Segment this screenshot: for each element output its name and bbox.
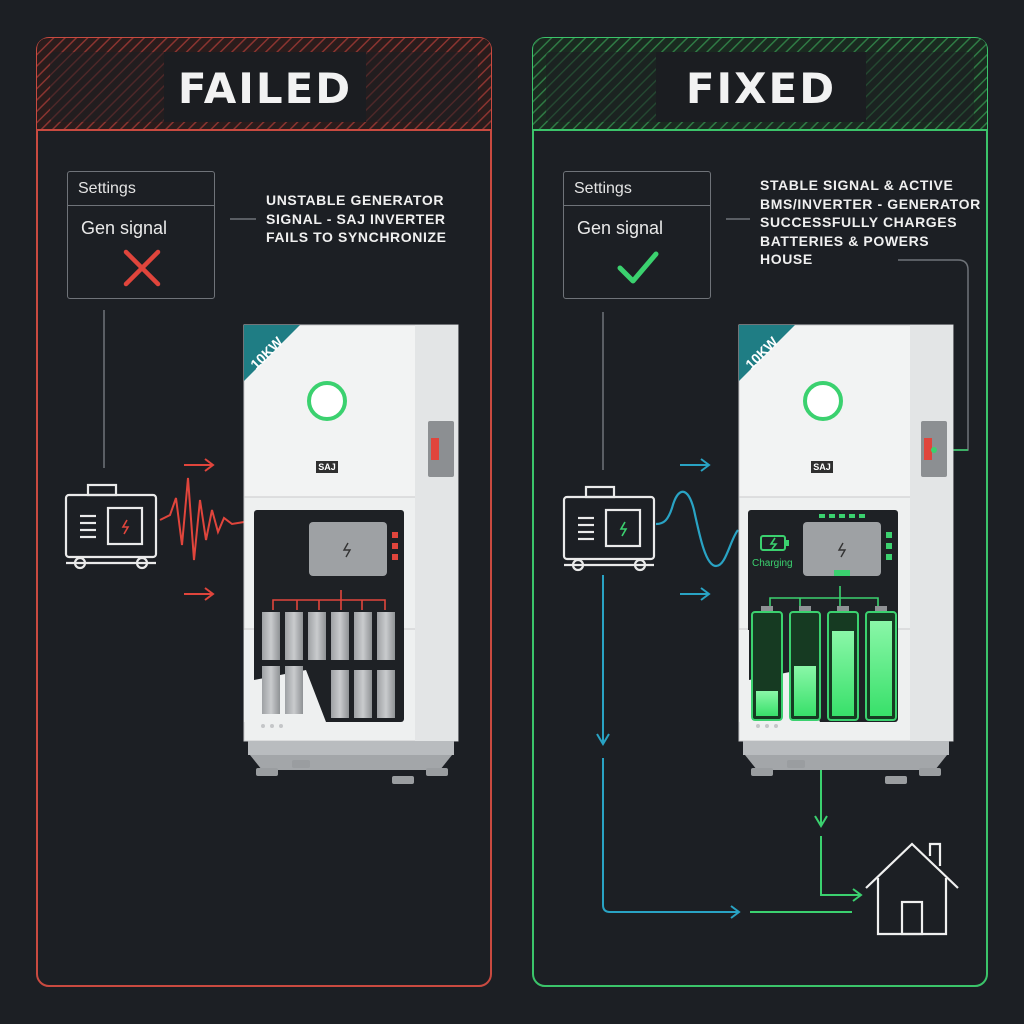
failed-unstable-wave xyxy=(159,477,245,561)
fixed-settings-card: Settings Gen signal xyxy=(563,171,711,299)
battery-pack-cap xyxy=(799,606,811,612)
house-icon xyxy=(865,842,959,936)
fixed-header-left-hatch xyxy=(546,52,656,122)
battery-pack-charge-level xyxy=(794,666,816,716)
fixed-settings-header: Settings xyxy=(564,172,710,206)
failed-settings-header: Settings xyxy=(68,172,214,206)
fixed-battery-packs xyxy=(751,606,897,721)
failed-inverter xyxy=(243,324,459,784)
failed-header-right-hatch xyxy=(366,52,478,122)
fixed-status-ring xyxy=(803,381,843,421)
x-icon xyxy=(123,249,161,287)
fixed-title: FIXED xyxy=(685,63,837,113)
failed-status-ring xyxy=(307,381,347,421)
failed-title: FAILED xyxy=(177,63,353,113)
battery-pack-charge-level xyxy=(756,691,778,716)
check-icon xyxy=(617,251,659,284)
fixed-flow-lines xyxy=(596,575,863,919)
battery-pack-cap xyxy=(875,606,887,612)
fixed-stable-wave xyxy=(655,490,739,568)
failed-generator xyxy=(64,483,158,570)
charging-label: Charging xyxy=(752,558,793,569)
battery-pack-cap xyxy=(761,606,773,612)
fixed-generator xyxy=(562,485,656,572)
battery-pack-cap xyxy=(837,606,849,612)
failed-generator-bolt-icon xyxy=(121,519,130,535)
failed-inverter-brand: SAJ xyxy=(316,461,338,473)
battery-pack-charge-level xyxy=(832,631,854,716)
failed-header-left-hatch xyxy=(50,52,164,122)
battery-pack-charge-level xyxy=(870,621,892,716)
fixed-gen-signal-label: Gen signal xyxy=(577,218,664,238)
fixed-panel xyxy=(532,37,988,987)
fixed-generator-bolt-icon xyxy=(619,521,628,537)
fixed-inverter xyxy=(738,324,954,784)
fixed-arrows xyxy=(680,458,711,601)
fixed-callout-leader xyxy=(898,259,969,451)
failed-battery-cells xyxy=(262,612,395,718)
fixed-inverter-brand: SAJ xyxy=(811,461,833,473)
failed-settings-card: Settings Gen signal xyxy=(67,171,215,299)
fixed-header-right-hatch xyxy=(866,52,974,122)
failed-callout-text: UNSTABLE GENERATOR SIGNAL - SAJ INVERTER… xyxy=(266,192,447,245)
failed-panel xyxy=(36,37,492,987)
fixed-callout-text: STABLE SIGNAL & ACTIVE BMS/INVERTER - GE… xyxy=(760,177,981,267)
charging-battery-icon xyxy=(760,535,789,551)
failed-gen-signal-label: Gen signal xyxy=(81,218,168,238)
failed-arrows xyxy=(184,458,215,601)
